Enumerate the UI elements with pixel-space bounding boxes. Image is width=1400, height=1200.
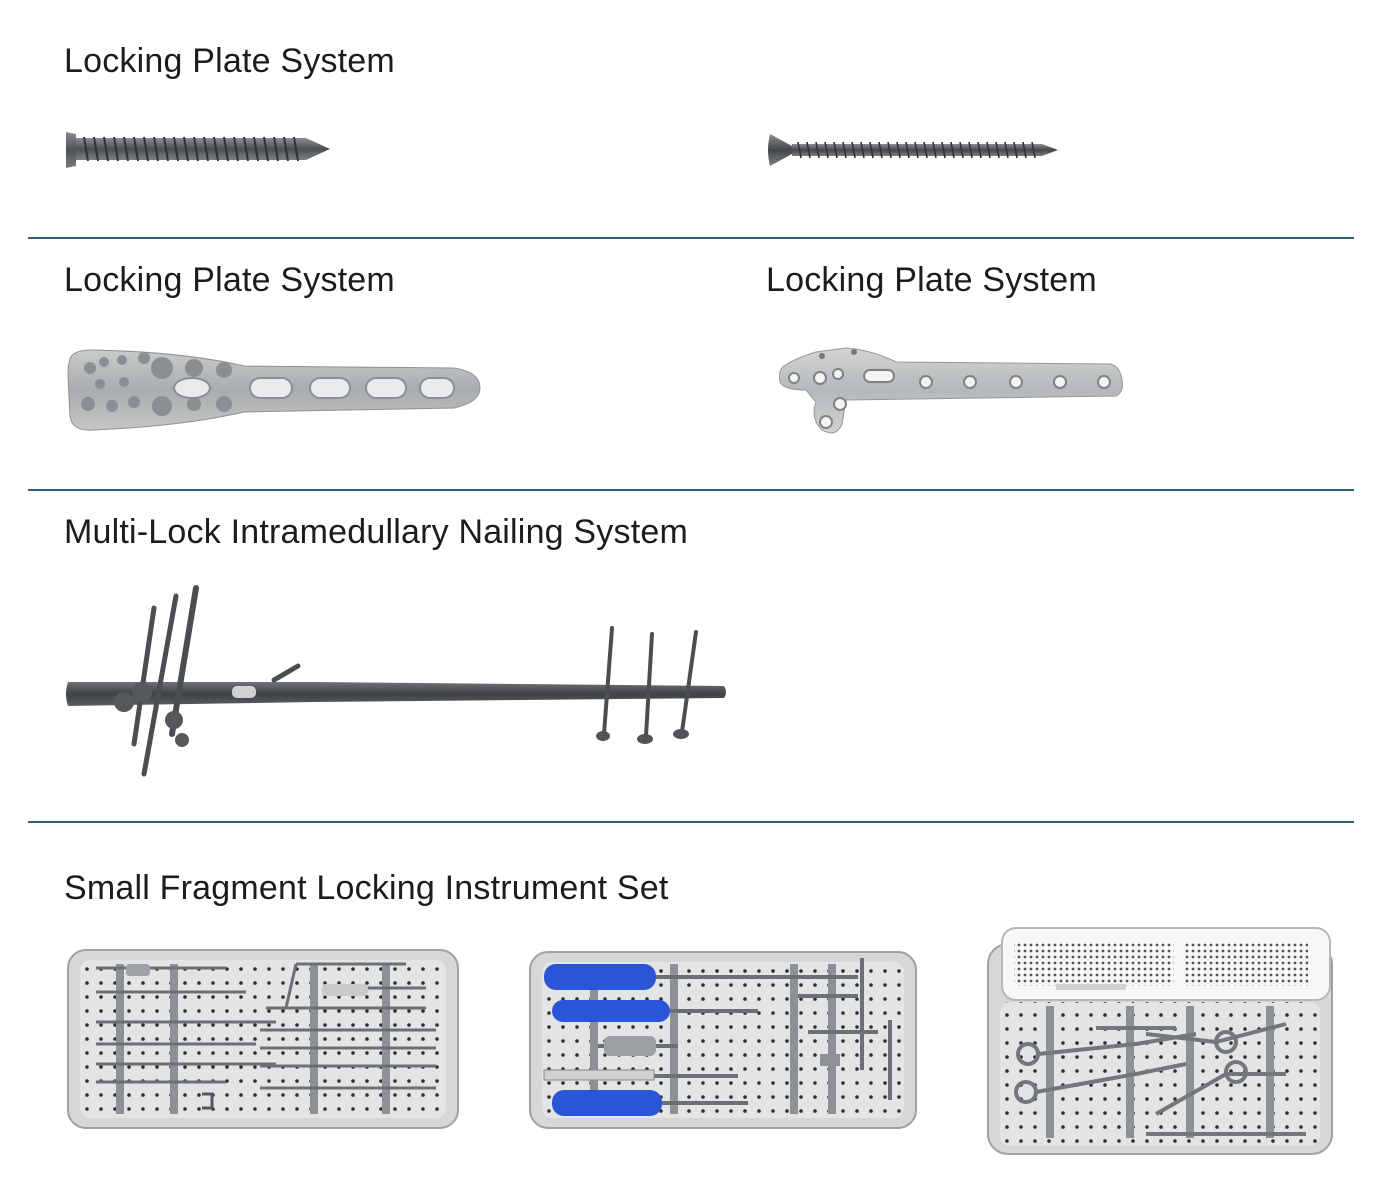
instrument-tray-2-image	[529, 951, 917, 1129]
intramedullary-nail-image	[66, 585, 726, 777]
blue-handle-group	[544, 964, 670, 1116]
section-divider	[28, 821, 1354, 823]
section-title-nailing-system: Multi-Lock Intramedullary Nailing System	[64, 513, 688, 551]
instrument-tray-3-image	[987, 927, 1333, 1155]
t-shaped-locking-plate-image	[779, 347, 1123, 434]
section-title-locking-plate-2: Locking Plate System	[64, 261, 395, 299]
section-title-locking-plate-3: Locking Plate System	[766, 261, 1097, 299]
distal-radius-locking-plate-image	[67, 349, 481, 431]
section-title-instrument-set: Small Fragment Locking Instrument Set	[64, 869, 669, 907]
locking-screw-image	[66, 132, 330, 168]
section-divider	[28, 237, 1354, 239]
section-divider	[28, 489, 1354, 491]
cortical-screw-image	[768, 134, 1058, 166]
instrument-tray-1-image	[67, 949, 459, 1129]
section-title-locking-plate-1: Locking Plate System	[64, 42, 395, 80]
